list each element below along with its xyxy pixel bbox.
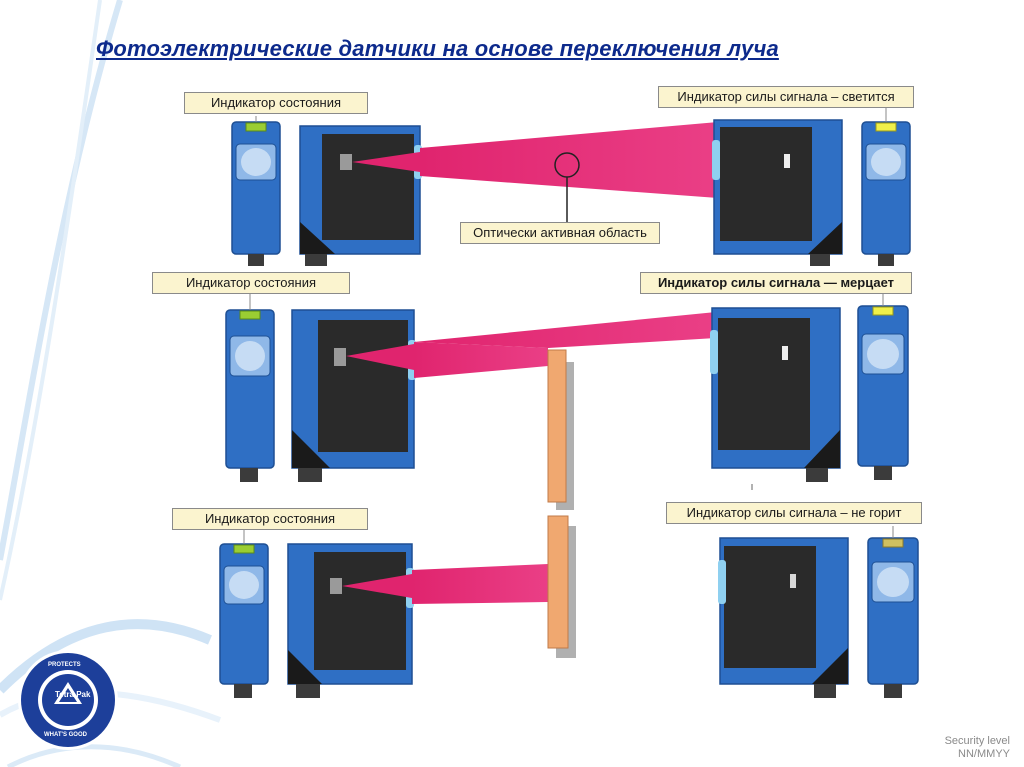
row3-status-indicator-label: Индикатор состояния: [172, 508, 368, 530]
row2-left-sensor-side: [291, 309, 416, 482]
row2-right-receiver-front: [857, 305, 909, 480]
row1-status-indicator-label: Индикатор состояния: [184, 92, 368, 114]
row3-blocking-plate: [547, 515, 576, 658]
row3-signal-strength-label: Индикатор силы сигнала – не горит: [666, 502, 922, 524]
row3-left-sensor-front: [219, 543, 269, 698]
row3-beam: [342, 564, 548, 604]
row2-signal-strength-label: Индикатор силы сигнала — мерцает: [640, 272, 912, 294]
row1-right-receiver-front: [861, 121, 911, 266]
row1-active-area-label: Оптически активная область: [460, 222, 660, 244]
row2-left-sensor-front: [225, 309, 275, 482]
row1-active-area-marker: [554, 152, 580, 222]
row2-right-receiver-side: [710, 307, 841, 482]
row3-right-receiver-front: [867, 537, 919, 698]
row3-left-sensor-side: [287, 543, 414, 698]
logo-ring-top-text: PROTECTS: [48, 662, 81, 668]
row2-interrupting-plate: [547, 349, 574, 510]
row1-signal-strength-label: Индикатор силы сигнала – светится: [658, 86, 914, 108]
row3-right-receiver-side: [718, 537, 849, 698]
security-level-label: Security level: [944, 735, 1010, 747]
logo-brand-text: Tetra Pak: [55, 690, 91, 699]
page-title: Фотоэлектрические датчики на основе пере…: [96, 36, 779, 61]
row2-status-indicator-label: Индикатор состояния: [152, 272, 350, 294]
row1-left-sensor-side: [299, 125, 422, 266]
security-level: Security level NN/MMYY: [945, 735, 1010, 761]
tetra-pak-logo: [18, 650, 118, 750]
logo-ring-bottom-text: WHAT'S GOOD: [44, 732, 87, 738]
security-level-code: NN/MMYY: [958, 748, 1010, 760]
decorative-swoosh: [0, 0, 222, 767]
row1-left-sensor-front: [231, 121, 281, 266]
row1-right-receiver-side: [712, 119, 843, 266]
row2-beam: [346, 312, 784, 378]
